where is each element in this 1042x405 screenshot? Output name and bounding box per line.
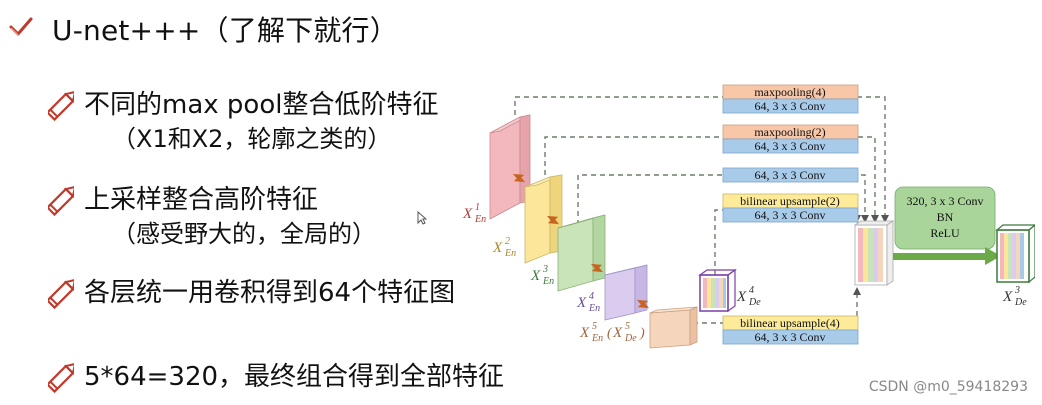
svg-text:En: En <box>588 303 600 314</box>
block-aggregate <box>853 220 895 286</box>
svg-text:En: En <box>504 248 516 259</box>
svg-text:X: X <box>462 206 473 222</box>
svg-text:X: X <box>530 268 541 284</box>
bullet-text-2: 上采样整合高阶特征 <box>84 185 319 215</box>
label-en5: X 5 En ( X 5 De ) <box>579 321 645 344</box>
skip-en1 <box>514 96 886 220</box>
svg-text:4: 4 <box>749 285 754 296</box>
svg-text:De: De <box>748 297 761 308</box>
svg-text:3: 3 <box>1014 285 1020 296</box>
label-de3: X 3 De <box>1002 285 1027 308</box>
svg-text:X: X <box>576 295 587 311</box>
svg-text:X: X <box>492 240 503 256</box>
block-de4 <box>698 268 737 313</box>
svg-text:X: X <box>736 289 747 305</box>
title-row: U-net+++（了解下就行） <box>8 8 398 50</box>
svg-text:X: X <box>612 325 623 341</box>
svg-text:4: 4 <box>589 291 594 302</box>
svg-text:maxpooling(2): maxpooling(2) <box>754 125 825 139</box>
skip-en3 <box>577 174 866 225</box>
svg-text:64, 3 x 3 Conv: 64, 3 x 3 Conv <box>754 99 825 113</box>
op-conv3: 64, 3 x 3 Conv <box>722 167 859 183</box>
svg-text:maxpooling(4): maxpooling(4) <box>754 85 825 99</box>
fuse-arrow <box>893 247 1001 265</box>
op-conv2: 64, 3 x 3 Conv <box>722 138 859 154</box>
pencil-icon <box>45 88 77 126</box>
svg-text:(: ( <box>607 326 613 341</box>
svg-text:ReLU: ReLU <box>930 226 960 240</box>
pencil-icon <box>45 183 77 221</box>
op-conv5: 64, 3 x 3 Conv <box>722 329 859 345</box>
block-en5 <box>649 306 698 349</box>
bullet-text-4: 5*64=320，最终组合得到全部特征 <box>84 362 505 392</box>
op-upsample2: bilinear upsample(2) <box>722 193 859 209</box>
svg-text:64, 3 x 3 Conv: 64, 3 x 3 Conv <box>754 139 825 153</box>
label-en3: X 3 En <box>530 264 554 287</box>
block-en4 <box>604 264 648 321</box>
op-maxpool2: maxpooling(2) <box>722 124 859 140</box>
bullet-subtext-1: （X1和X2，轮廓之类的） <box>112 125 392 153</box>
page-title: U-net+++（了解下就行） <box>52 14 398 47</box>
label-en2: X 2 En <box>492 236 516 259</box>
svg-text:5: 5 <box>592 321 597 332</box>
label-de4: X 4 De <box>736 285 761 308</box>
svg-text:BN: BN <box>937 210 954 224</box>
svg-text:): ) <box>639 326 645 341</box>
block-en3 <box>557 214 606 292</box>
label-en1: X 1 En <box>462 202 486 225</box>
bullet-subtext-2: （感受野大的，全局的） <box>112 220 376 248</box>
watermark: CSDN @m0_59418293 <box>868 379 1028 395</box>
fuse-box: 320, 3 x 3 Conv BN ReLU <box>894 186 996 250</box>
svg-text:bilinear upsample(2): bilinear upsample(2) <box>740 194 840 208</box>
svg-text:64, 3 x 3 Conv: 64, 3 x 3 Conv <box>754 168 825 182</box>
svg-text:3: 3 <box>542 264 548 275</box>
bullet-item-3: 各层统一用卷积得到64个特征图 <box>45 276 456 314</box>
mouse-cursor-icon <box>417 210 428 229</box>
svg-text:De: De <box>624 333 637 344</box>
label-en4: X 4 En <box>576 291 600 314</box>
bullet-text-1: 不同的max pool整合低阶特征 <box>84 90 439 120</box>
svg-text:1: 1 <box>475 202 480 213</box>
svg-text:2: 2 <box>505 236 510 247</box>
svg-text:En: En <box>591 333 603 344</box>
svg-text:64, 3 x 3 Conv: 64, 3 x 3 Conv <box>754 208 825 222</box>
svg-text:bilinear upsample(4): bilinear upsample(4) <box>740 316 840 330</box>
check-icon <box>8 14 34 44</box>
block-en1 <box>489 114 531 220</box>
unet3plus-diagram: maxpooling(4) 64, 3 x 3 Conv maxpooling(… <box>462 84 1035 349</box>
svg-text:5: 5 <box>625 321 630 332</box>
skip-en2 <box>544 136 876 220</box>
op-upsample4: bilinear upsample(4) <box>722 315 859 331</box>
svg-text:X: X <box>1002 289 1013 305</box>
pencil-icon <box>45 276 77 314</box>
op-conv1: 64, 3 x 3 Conv <box>722 98 859 114</box>
down-arrows <box>512 173 650 309</box>
block-en2 <box>524 174 563 264</box>
bullet-text-3: 各层统一用卷积得到64个特征图 <box>84 278 456 308</box>
svg-text:En: En <box>474 214 486 225</box>
block-de3 <box>995 224 1035 284</box>
bullet-item-4: 5*64=320，最终组合得到全部特征 <box>45 360 505 398</box>
svg-text:64, 3 x 3 Conv: 64, 3 x 3 Conv <box>754 330 825 344</box>
pencil-icon <box>45 360 77 398</box>
svg-text:En: En <box>542 276 554 287</box>
svg-text:X: X <box>579 325 590 341</box>
bullet-item-1: 不同的max pool整合低阶特征 （X1和X2，轮廓之类的） <box>45 88 439 156</box>
bullet-item-2: 上采样整合高阶特征 （感受野大的，全局的） <box>45 183 376 251</box>
svg-text:De: De <box>1014 297 1027 308</box>
op-maxpool4: maxpooling(4) <box>722 84 859 100</box>
op-conv4: 64, 3 x 3 Conv <box>722 207 859 223</box>
svg-text:320, 3 x 3 Conv: 320, 3 x 3 Conv <box>906 194 983 208</box>
